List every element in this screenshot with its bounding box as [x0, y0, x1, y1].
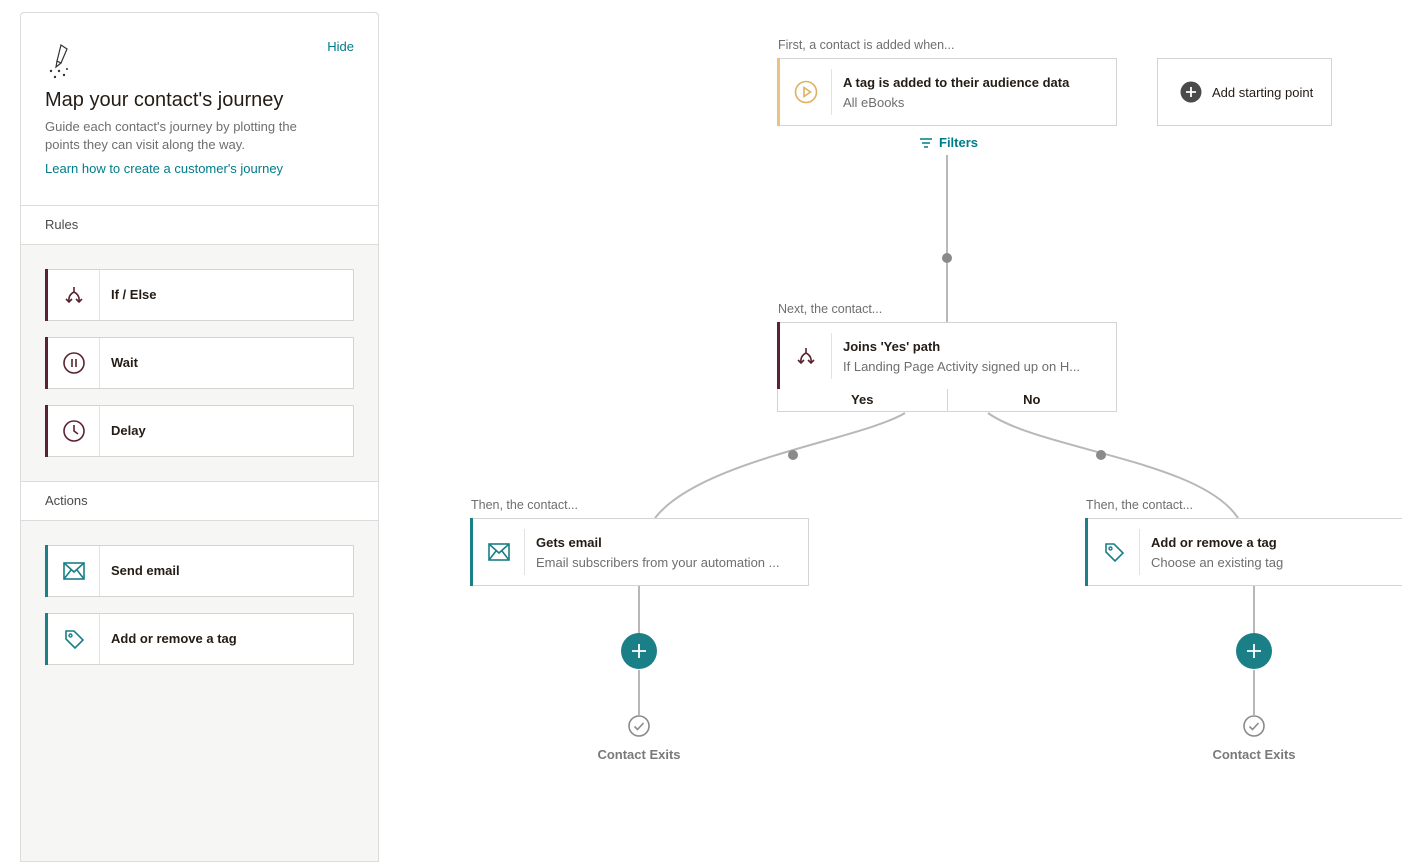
- rule-wait[interactable]: Wait: [45, 337, 354, 389]
- journey-illustration-icon: [49, 44, 68, 79]
- send-email-title: Gets email: [536, 535, 602, 550]
- rules-section: Rules If / Else Wait D: [21, 206, 378, 482]
- action-send-email[interactable]: Send email: [45, 545, 354, 597]
- add-starting-point-label: Add starting point: [1212, 84, 1314, 100]
- actions-heading: Actions: [21, 482, 378, 521]
- rule-delay[interactable]: Delay: [45, 405, 354, 457]
- branch-icon: [48, 270, 100, 320]
- start-caption: First, a contact is added when...: [778, 38, 955, 52]
- rule-if-else[interactable]: If / Else: [45, 269, 354, 321]
- contact-exits-label: Contact Exits: [597, 747, 681, 762]
- clock-icon: [48, 406, 100, 456]
- connector-node: [788, 450, 798, 460]
- sidebar-description: Guide each contact's journey by plotting…: [45, 119, 297, 152]
- plus-circle-icon: [1180, 81, 1202, 103]
- rule-accent-bar: [45, 337, 48, 389]
- sidebar-title: Map your contact's journey: [45, 89, 284, 111]
- add-starting-point-button[interactable]: Add starting point: [1157, 58, 1332, 126]
- no-path-tab[interactable]: No: [946, 389, 1117, 411]
- action-add-remove-tag[interactable]: Add or remove a tag: [45, 613, 354, 665]
- check-circle-icon: [1243, 715, 1265, 737]
- filters-label: Filters: [939, 135, 979, 150]
- filters-button[interactable]: Filters: [919, 135, 978, 150]
- rule-label: Delay: [111, 423, 146, 438]
- journey-sidebar: Hide Map your contact's journey Guide ea…: [20, 12, 379, 862]
- envelope-icon: [48, 546, 100, 596]
- trigger-accent-bar: [777, 58, 780, 126]
- action-accent-bar: [45, 545, 48, 597]
- add-step-button[interactable]: [621, 633, 657, 669]
- branch-subtitle: If Landing Page Activity signed up on H.…: [843, 359, 1081, 374]
- plus-icon: [632, 644, 646, 658]
- envelope-icon: [473, 529, 525, 575]
- yes-path-tab[interactable]: Yes: [851, 392, 874, 407]
- action-label: Add or remove a tag: [111, 631, 237, 646]
- send-email-card[interactable]: Gets email Email subscribers from your a…: [470, 518, 809, 586]
- action-label: Send email: [111, 563, 180, 578]
- tag-card-subtitle: Choose an existing tag: [1151, 555, 1284, 570]
- filter-icon: [920, 137, 932, 148]
- contact-exits-label: Contact Exits: [1212, 747, 1296, 762]
- trigger-subtitle: All eBooks: [843, 95, 905, 110]
- send-email-subtitle: Email subscribers from your automation .…: [536, 555, 780, 570]
- tag-card-title: Add or remove a tag: [1151, 535, 1277, 550]
- branch-accent-bar: [777, 322, 780, 390]
- actions-section: Actions Send email Add or remove a tag: [21, 482, 378, 689]
- right-path-caption: Then, the contact...: [1086, 498, 1194, 512]
- tag-icon: [48, 614, 100, 664]
- rules-heading: Rules: [21, 206, 378, 245]
- tag-icon: [1088, 529, 1140, 575]
- branch-card[interactable]: Joins 'Yes' path If Landing Page Activit…: [777, 322, 1117, 390]
- rule-label: If / Else: [111, 287, 157, 302]
- branch-path-selector: Yes No: [777, 389, 1117, 412]
- trigger-title: A tag is added to their audience data: [843, 75, 1070, 90]
- rule-label: Wait: [111, 355, 138, 370]
- branch-icon: [780, 333, 832, 379]
- action-accent-bar: [45, 613, 48, 665]
- branch-title: Joins 'Yes' path: [843, 339, 941, 354]
- rule-accent-bar: [45, 269, 48, 321]
- play-icon: [780, 69, 832, 115]
- connector-node: [942, 253, 952, 263]
- add-remove-tag-card[interactable]: Add or remove a tag Choose an existing t…: [1085, 518, 1402, 586]
- rule-accent-bar: [45, 405, 48, 457]
- plus-icon: [1247, 644, 1261, 658]
- left-path-caption: Then, the contact...: [471, 498, 579, 512]
- next-caption: Next, the contact...: [778, 302, 883, 316]
- pause-icon: [48, 338, 100, 388]
- add-step-button[interactable]: [1236, 633, 1272, 669]
- action-accent-bar: [1085, 518, 1088, 586]
- trigger-card[interactable]: A tag is added to their audience data Al…: [777, 58, 1117, 126]
- connector-node: [1096, 450, 1106, 460]
- action-accent-bar: [470, 518, 473, 586]
- learn-journey-link[interactable]: Learn how to create a customer's journey: [45, 161, 284, 176]
- sidebar-intro: Hide Map your contact's journey Guide ea…: [21, 13, 378, 206]
- check-circle-icon: [628, 715, 650, 737]
- hide-sidebar-link[interactable]: Hide: [327, 39, 354, 54]
